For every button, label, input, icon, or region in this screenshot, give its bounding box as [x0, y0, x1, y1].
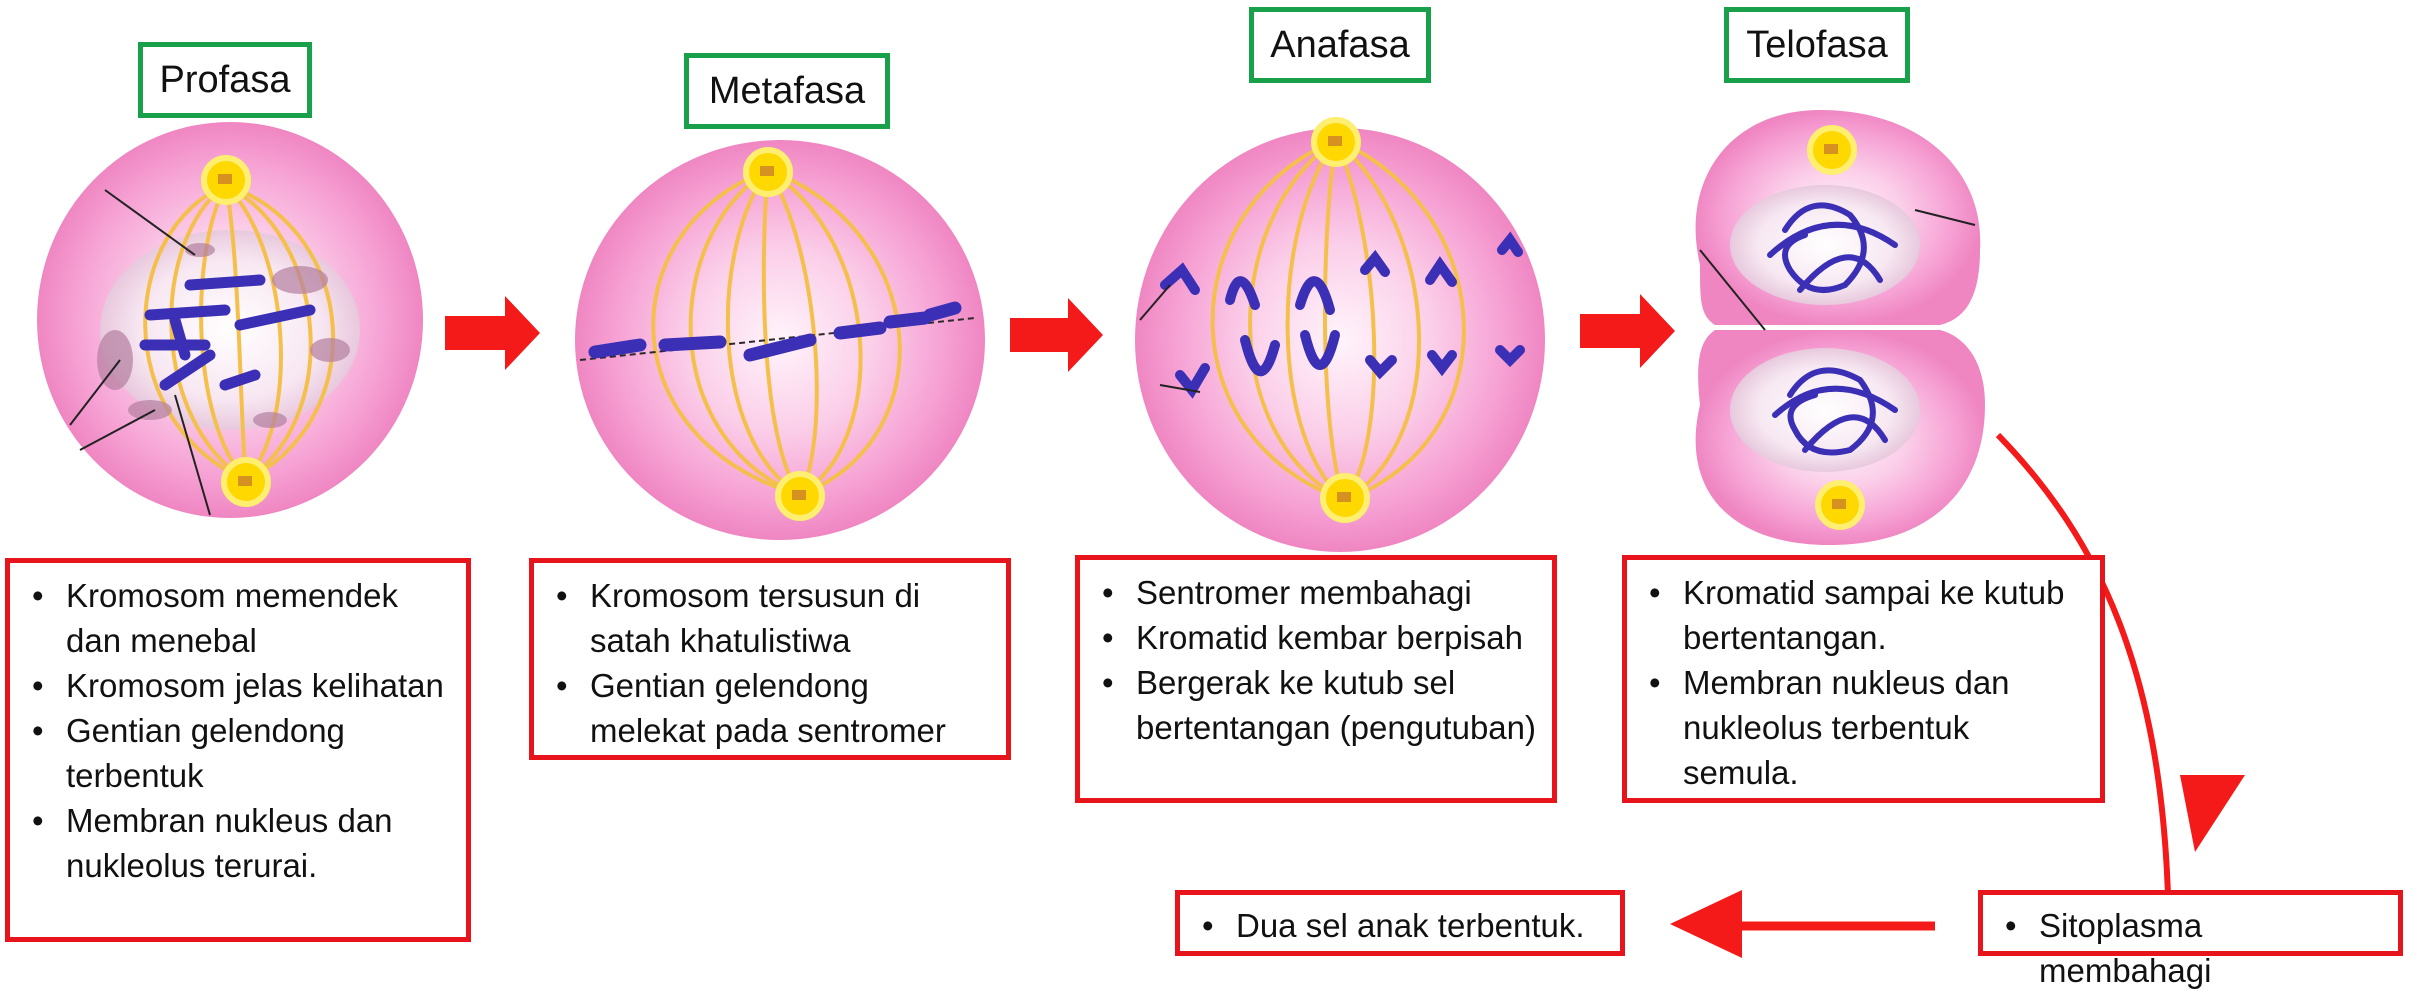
centrosome-icon	[1810, 128, 1854, 172]
list-item: Membran nukleus dan nukleolus terurai.	[24, 798, 450, 888]
list-item: Gentian gelendong melekat pada sentromer	[548, 663, 990, 753]
prophase-notes: Kromosom memendek dan menebal Kromosom j…	[5, 558, 471, 942]
right-arrow-icon	[1580, 294, 1675, 368]
centrosome-icon	[1323, 476, 1367, 520]
list-item: Bergerak ke kutub sel bertentangan (peng…	[1094, 660, 1536, 750]
metaphase-notes: Kromosom tersusun di satah khatulistiwa …	[529, 558, 1011, 760]
telophase-notes: Kromatid sampai ke kutub bertentangan. M…	[1622, 555, 2105, 803]
centrosome-icon	[778, 474, 822, 518]
list-item: Kromosom memendek dan menebal	[24, 573, 450, 663]
daughter-cells-note: Dua sel anak terbentuk.	[1175, 890, 1625, 956]
centrosome-icon	[1314, 120, 1358, 164]
title-metaphase: Metafasa	[684, 53, 890, 129]
centrosome-icon	[746, 150, 790, 194]
list-item: Gentian gelendong terbentuk	[24, 708, 450, 798]
metaphase-cell	[575, 140, 985, 540]
right-arrow-icon	[445, 296, 540, 370]
list-item: Kromatid kembar berpisah	[1094, 615, 1536, 660]
list-item: Kromatid sampai ke kutub bertentangan.	[1641, 570, 2084, 660]
telophase-cell	[1696, 110, 1985, 545]
list-item: Dua sel anak terbentuk.	[1194, 903, 1604, 948]
title-prophase: Profasa	[138, 42, 312, 118]
down-arrow-icon	[2180, 775, 2245, 852]
title-telophase: Telofasa	[1724, 7, 1910, 83]
list-item: Kromosom jelas kelihatan	[24, 663, 450, 708]
anaphase-notes: Sentromer membahagi Kromatid kembar berp…	[1075, 555, 1557, 803]
right-arrow-icon	[1010, 298, 1103, 372]
title-anaphase: Anafasa	[1249, 7, 1431, 83]
list-item: Kromosom tersusun di satah khatulistiwa	[548, 573, 990, 663]
list-item: Membran nukleus dan nukleolus terbentuk …	[1641, 660, 2084, 795]
centrosome-icon	[1818, 483, 1862, 527]
left-arrow-icon	[1670, 890, 1742, 958]
centrosome-icon	[204, 158, 248, 202]
list-item: Sitoplasma membahagi	[1997, 903, 2382, 993]
mitosis-diagram: Profasa Metafasa Anafasa Telofasa Kromos…	[0, 0, 2425, 959]
cytokinesis-note: Sitoplasma membahagi	[1978, 890, 2403, 956]
centrosome-icon	[224, 460, 268, 504]
list-item: Sentromer membahagi	[1094, 570, 1536, 615]
